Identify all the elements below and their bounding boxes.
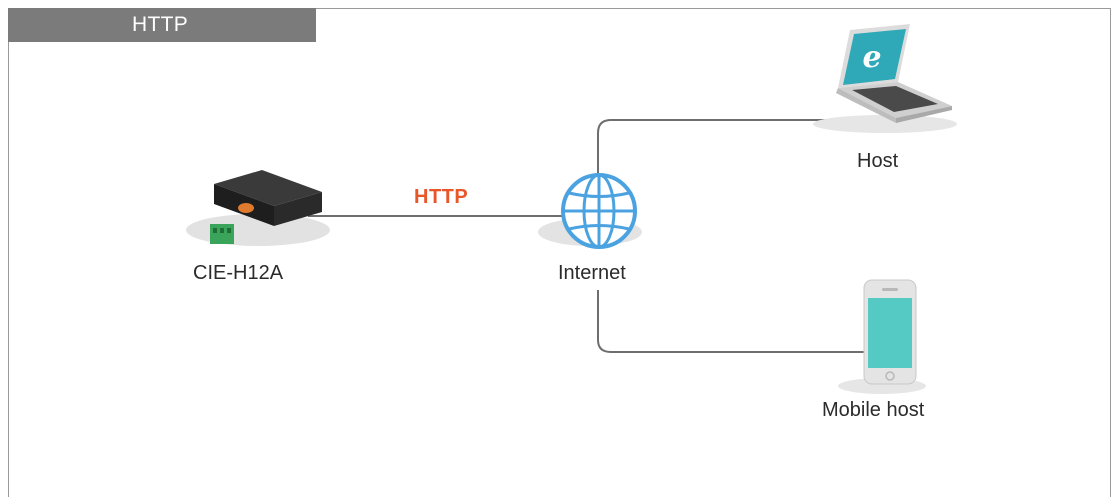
host-label: Host [857,150,899,172]
device-label: CIE-H12A [193,262,284,284]
internet-host-link [597,119,846,178]
connections [308,119,866,353]
mobile-host-label: Mobile host [822,399,925,421]
diagram-frame [8,8,1111,497]
phone-icon [838,279,926,394]
laptop-icon: e [813,24,957,133]
internet-label: Internet [558,262,626,284]
device-icon [186,170,330,246]
section-header: HTTP [8,8,316,42]
globe-icon [538,173,642,249]
protocol-label: HTTP [414,186,469,208]
browser-e-logo: e [862,40,881,75]
internet-mobile-link [597,290,866,353]
